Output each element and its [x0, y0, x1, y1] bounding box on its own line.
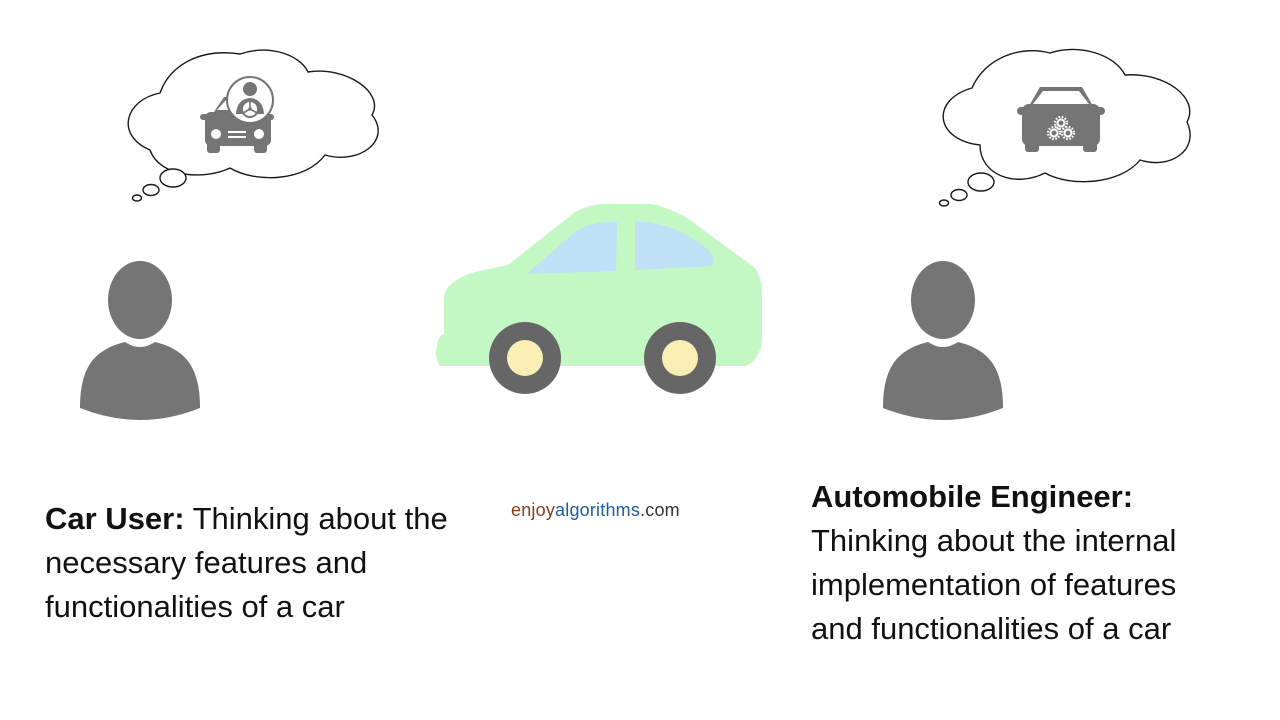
watermark-algorithms: algorithms	[555, 500, 641, 520]
automobile-engineer-title: Automobile Engineer:	[811, 479, 1134, 514]
right-thought-dot-small	[938, 199, 950, 207]
car-rear-wheel	[644, 322, 716, 394]
automobile-engineer-description: Thinking about the internal implementati…	[811, 523, 1177, 646]
car-user-description: Thinking about the necessary features an…	[45, 501, 448, 624]
car-with-gears-icon	[1017, 87, 1105, 152]
watermark-enjoy: enjoy	[511, 500, 556, 520]
right-thought-dot-medium	[950, 188, 968, 202]
left-thought-dot-medium	[142, 183, 160, 197]
left-thought-dot-large	[159, 168, 187, 188]
left-thought-bubble	[127, 49, 379, 202]
car-user-title: Car User:	[45, 501, 185, 536]
watermark-domain: .com	[640, 500, 680, 520]
car-with-driver-icon	[200, 76, 274, 153]
car-user-caption: Car User: Thinking about the necessary f…	[45, 497, 465, 629]
watermark: enjoyalgorithms.com	[511, 500, 680, 521]
automobile-engineer-person-icon	[883, 261, 1003, 420]
right-thought-bubble	[938, 48, 1191, 207]
car-side-view-icon	[436, 204, 763, 394]
car-front-wheel	[489, 322, 561, 394]
car-front-window	[527, 222, 617, 274]
right-thought-dot-large	[967, 172, 995, 192]
car-rear-window	[635, 222, 714, 270]
car-user-person-icon	[80, 261, 200, 420]
left-thought-dot-small	[131, 194, 143, 202]
automobile-engineer-caption: Automobile Engineer: Thinking about the …	[811, 475, 1231, 651]
